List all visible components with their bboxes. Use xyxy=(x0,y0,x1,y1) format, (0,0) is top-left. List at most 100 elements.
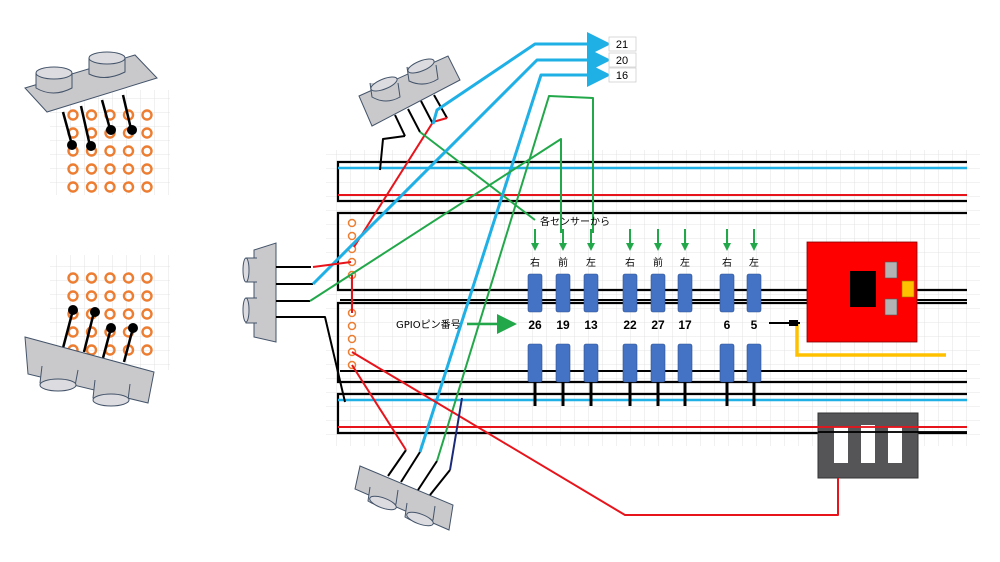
resistor[interactable] xyxy=(650,273,666,313)
wire-bottom-echo xyxy=(436,95,594,462)
resistor[interactable] xyxy=(555,343,571,383)
pad xyxy=(85,326,98,338)
yellow-wire xyxy=(795,323,946,357)
pad xyxy=(85,344,98,356)
wire-trig-20 xyxy=(311,48,611,286)
resistor[interactable] xyxy=(650,343,666,383)
top-power-rail xyxy=(336,160,967,203)
pad xyxy=(141,308,153,320)
pad xyxy=(104,308,116,320)
pad xyxy=(104,163,116,175)
pad xyxy=(67,181,79,193)
pad xyxy=(85,163,98,175)
wires xyxy=(309,32,839,516)
resistor[interactable] xyxy=(555,273,571,313)
gpio-number: 13 xyxy=(584,318,598,332)
module-led xyxy=(901,280,915,298)
output-pin-21: 21 xyxy=(608,36,637,52)
mini-sensor-pins xyxy=(61,94,133,147)
resistor[interactable] xyxy=(746,343,762,383)
pad xyxy=(104,145,116,157)
pin-header-connector[interactable] xyxy=(817,412,919,479)
pad xyxy=(347,231,357,241)
wire-left-gnd xyxy=(310,316,346,403)
resistor[interactable] xyxy=(746,273,762,313)
top-sensor[interactable] xyxy=(358,55,461,137)
pin-label: 20 xyxy=(616,55,628,67)
resistor[interactable] xyxy=(677,343,693,383)
mini-diagram-top xyxy=(24,51,170,195)
resistor-column-13: 左 13 xyxy=(583,229,599,406)
pad xyxy=(347,334,357,344)
mini-sensor-pins xyxy=(61,309,135,363)
resistor-column-5: 左5 xyxy=(746,229,762,406)
pad xyxy=(85,181,98,193)
arrow-head-icon xyxy=(587,243,595,251)
wire-left-vcc xyxy=(312,261,352,268)
output-pin-20: 20 xyxy=(608,52,637,68)
output-pin-16: 16 xyxy=(608,67,637,83)
arrow-head-icon xyxy=(681,243,689,251)
pad xyxy=(347,321,357,331)
gpio-number: 17 xyxy=(678,318,692,332)
module-pad xyxy=(884,298,898,316)
pin-label-box xyxy=(608,67,637,83)
wire-top-gnd xyxy=(379,135,406,171)
resistor[interactable] xyxy=(527,343,543,383)
direction-label: 右 xyxy=(722,256,732,269)
gpio-number: 6 xyxy=(724,318,731,332)
pad xyxy=(122,308,135,320)
gpio-number: 26 xyxy=(528,318,542,332)
red-module[interactable] xyxy=(780,241,967,343)
pad xyxy=(347,218,357,228)
resistor[interactable] xyxy=(622,273,638,313)
left-sensor[interactable] xyxy=(242,242,313,343)
wire-bottom-extra xyxy=(449,397,463,471)
pin-label-box xyxy=(608,36,637,52)
gpio-number: 5 xyxy=(751,318,758,332)
direction-label: 右 xyxy=(530,256,540,269)
module-pad xyxy=(884,261,898,279)
resistor-column-26: 右 26 xyxy=(527,229,543,406)
pad xyxy=(141,290,153,302)
pad xyxy=(122,145,135,157)
direction-label: 前 xyxy=(558,256,568,269)
resistor[interactable] xyxy=(583,343,599,383)
resistor[interactable] xyxy=(583,273,599,313)
arrow-head-icon xyxy=(750,243,758,251)
gpio-number: 27 xyxy=(651,318,665,332)
pad xyxy=(104,290,116,302)
pad xyxy=(67,163,79,175)
resistor-column-19: 前19 xyxy=(555,229,571,406)
resistor[interactable] xyxy=(719,273,735,313)
direction-label: 右 xyxy=(625,256,635,269)
bottom-sensor[interactable] xyxy=(354,449,454,531)
pad xyxy=(85,290,98,302)
bottom-power-rail xyxy=(336,392,967,435)
gpio-pin-number-annotation: GPIOピン番号 xyxy=(396,319,461,331)
pad xyxy=(104,181,116,193)
wire-left-echo xyxy=(309,138,562,302)
resistor-column-27: 前27 xyxy=(650,229,666,406)
from-sensors-annotation: 各センサーから xyxy=(540,215,610,228)
resistor[interactable] xyxy=(677,273,693,313)
pad xyxy=(104,272,116,284)
gpio5-jumper-tip xyxy=(789,320,798,326)
direction-label: 左 xyxy=(680,256,690,269)
wire-trig-16 xyxy=(418,63,611,453)
pad xyxy=(141,326,153,338)
resistor[interactable] xyxy=(527,273,543,313)
pad xyxy=(141,344,153,356)
gpio-number: 22 xyxy=(623,318,637,332)
pad xyxy=(141,181,153,193)
resistor[interactable] xyxy=(719,343,735,383)
resistor[interactable] xyxy=(622,343,638,383)
pad xyxy=(67,272,79,284)
direction-label: 左 xyxy=(586,256,596,269)
arrow-head-icon xyxy=(626,243,634,251)
pad xyxy=(141,127,153,139)
pad xyxy=(141,272,153,284)
pad xyxy=(67,109,79,121)
arrow-head-icon xyxy=(723,243,731,251)
